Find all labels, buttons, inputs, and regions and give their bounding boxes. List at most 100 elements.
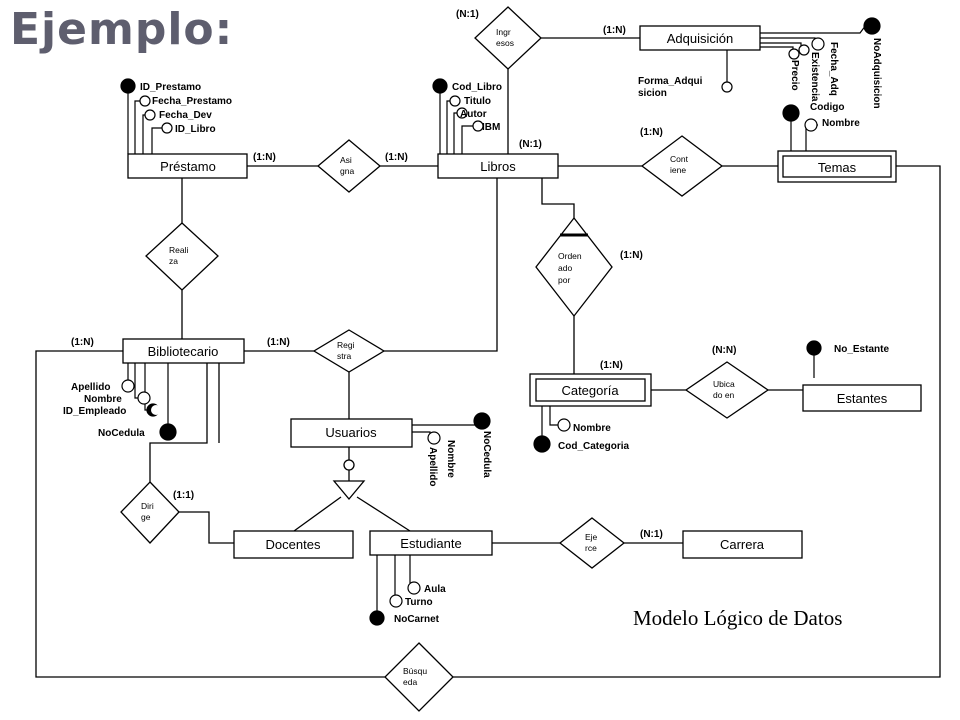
- rel-busqueda-shape: [384, 642, 454, 712]
- entity-prestamo: Préstamo: [160, 159, 216, 174]
- attr-no-carnet: NoCarnet: [394, 614, 440, 625]
- rel-contiene-shape: [640, 135, 724, 197]
- key-attribute-marker: [369, 610, 385, 626]
- attr-temas-nombre: Nombre: [822, 118, 860, 129]
- card-ordenado: (1:N): [620, 250, 643, 261]
- attr-id-libro: ID_Libro: [175, 124, 216, 135]
- entity-temas-inner: [782, 155, 892, 178]
- attr-codigo: Codigo: [810, 102, 844, 113]
- entity-usuarios-box: [290, 418, 413, 448]
- entity-usuarios: Usuarios: [325, 425, 377, 440]
- key-attribute-marker: [533, 435, 551, 453]
- connection-lines: [35, 37, 941, 678]
- card-categoria: (1:N): [600, 360, 623, 371]
- attr-bib-nombre: Nombre: [84, 394, 122, 405]
- attr-fecha-prestamo: Fecha_Prestamo: [152, 96, 232, 107]
- entity-bibliotecario-box: [122, 338, 245, 364]
- rel-ubicado-shape: [684, 361, 770, 419]
- card-contiene: (1:N): [640, 127, 663, 138]
- attr-fecha-dev: Fecha_Dev: [159, 110, 212, 121]
- attr-no-cedula-usr: NoCedula: [481, 431, 492, 478]
- rel-ordenado-shape: [535, 216, 613, 318]
- entity-libros-box: [437, 153, 559, 179]
- relationship-diamonds: [120, 6, 770, 712]
- cardinality-labels: (N:1) (1:N) (1:N) (1:N) (N:1) (1:N) (1:N…: [71, 9, 736, 540]
- entity-bibliotecario: Bibliotecario: [148, 344, 219, 359]
- entity-carrera-box: [682, 530, 803, 559]
- card-ubicado: (N:N): [712, 345, 736, 356]
- card-asigna-libros: (1:N): [385, 152, 408, 163]
- attr-titulo: Titulo: [464, 96, 491, 107]
- entity-carrera: Carrera: [720, 537, 765, 552]
- card-adquisicion: (1:N): [603, 25, 626, 36]
- entity-categoria-inner: [535, 378, 646, 402]
- card-prestamo-asigna: (1:N): [253, 152, 276, 163]
- entity-estudiante-box: [369, 530, 493, 556]
- key-attribute-marker: [863, 17, 881, 35]
- entity-adquisicion: Adquisición: [667, 31, 734, 46]
- key-attribute-marker: [159, 423, 177, 441]
- attr-aula: Aula: [424, 584, 446, 595]
- attr-usr-nombre: Nombre: [445, 440, 456, 478]
- attr-autor: Autor: [460, 109, 487, 120]
- attr-id-prestamo: ID_Prestamo: [140, 82, 201, 93]
- attr-ibm: IBM: [482, 122, 500, 133]
- attr-usr-apellido: Apellido: [427, 447, 438, 486]
- attr-bib-apellido: Apellido: [71, 382, 110, 393]
- card-libros: (N:1): [519, 139, 542, 150]
- rel-realiza-shape: [145, 222, 219, 291]
- entity-categoria: Categoría: [561, 383, 619, 398]
- attr-cod-libro: Cod_Libro: [452, 82, 502, 93]
- rel-ejerce-shape: [558, 517, 626, 569]
- attr-turno: Turno: [405, 597, 433, 608]
- rel-ingresos-shape: [474, 6, 542, 70]
- entity-estantes-box: [802, 384, 922, 412]
- isa-connector: [332, 459, 366, 501]
- rel-registra-shape: [312, 329, 386, 373]
- entity-labels: Adquisición Préstamo Libros Temas Biblio…: [148, 31, 888, 552]
- entity-adquisicion-box: [639, 25, 761, 51]
- attr-precio: Precio: [789, 60, 800, 91]
- attr-cod-categoria: Cod_Categoria: [558, 441, 630, 452]
- entity-estantes: Estantes: [837, 391, 888, 406]
- entity-prestamo-box: [127, 153, 248, 179]
- attr-no-cedula-bib: NoCedula: [98, 428, 145, 439]
- key-attribute-marker: [806, 340, 822, 356]
- key-attribute-marker: [120, 78, 136, 94]
- entity-docentes-box: [233, 530, 354, 559]
- key-attribute-marker: [782, 104, 800, 122]
- attr-no-adquisicion: NoAdquisicion: [871, 38, 882, 109]
- diagram-caption: Modelo Lógico de Datos: [633, 606, 843, 630]
- card-bibliotecario: (1:N): [71, 337, 94, 348]
- rel-asigna-shape: [316, 139, 382, 193]
- attr-existencia: Existencia: [809, 52, 820, 102]
- page-title: Ejemplo:: [10, 4, 234, 55]
- attr-cat-nombre: Nombre: [573, 423, 611, 434]
- card-dirige: (1:1): [173, 490, 194, 501]
- rel-dirige-shape: [120, 481, 180, 544]
- card-ingresos: (N:1): [456, 9, 479, 20]
- entity-estudiante: Estudiante: [400, 536, 461, 551]
- attr-no-estante: No_Estante: [834, 344, 889, 355]
- entity-boxes: [122, 25, 922, 559]
- card-ejerce: (N:1): [640, 529, 663, 540]
- entity-docentes: Docentes: [266, 537, 321, 552]
- card-registra: (1:N): [267, 337, 290, 348]
- key-attribute-marker: [473, 412, 491, 430]
- attribute-labels: ID_Prestamo Fecha_Prestamo Fecha_Dev ID_…: [63, 38, 889, 625]
- attr-fecha-adq: Fecha_Adq: [828, 42, 839, 96]
- attribute-circles: [120, 17, 881, 626]
